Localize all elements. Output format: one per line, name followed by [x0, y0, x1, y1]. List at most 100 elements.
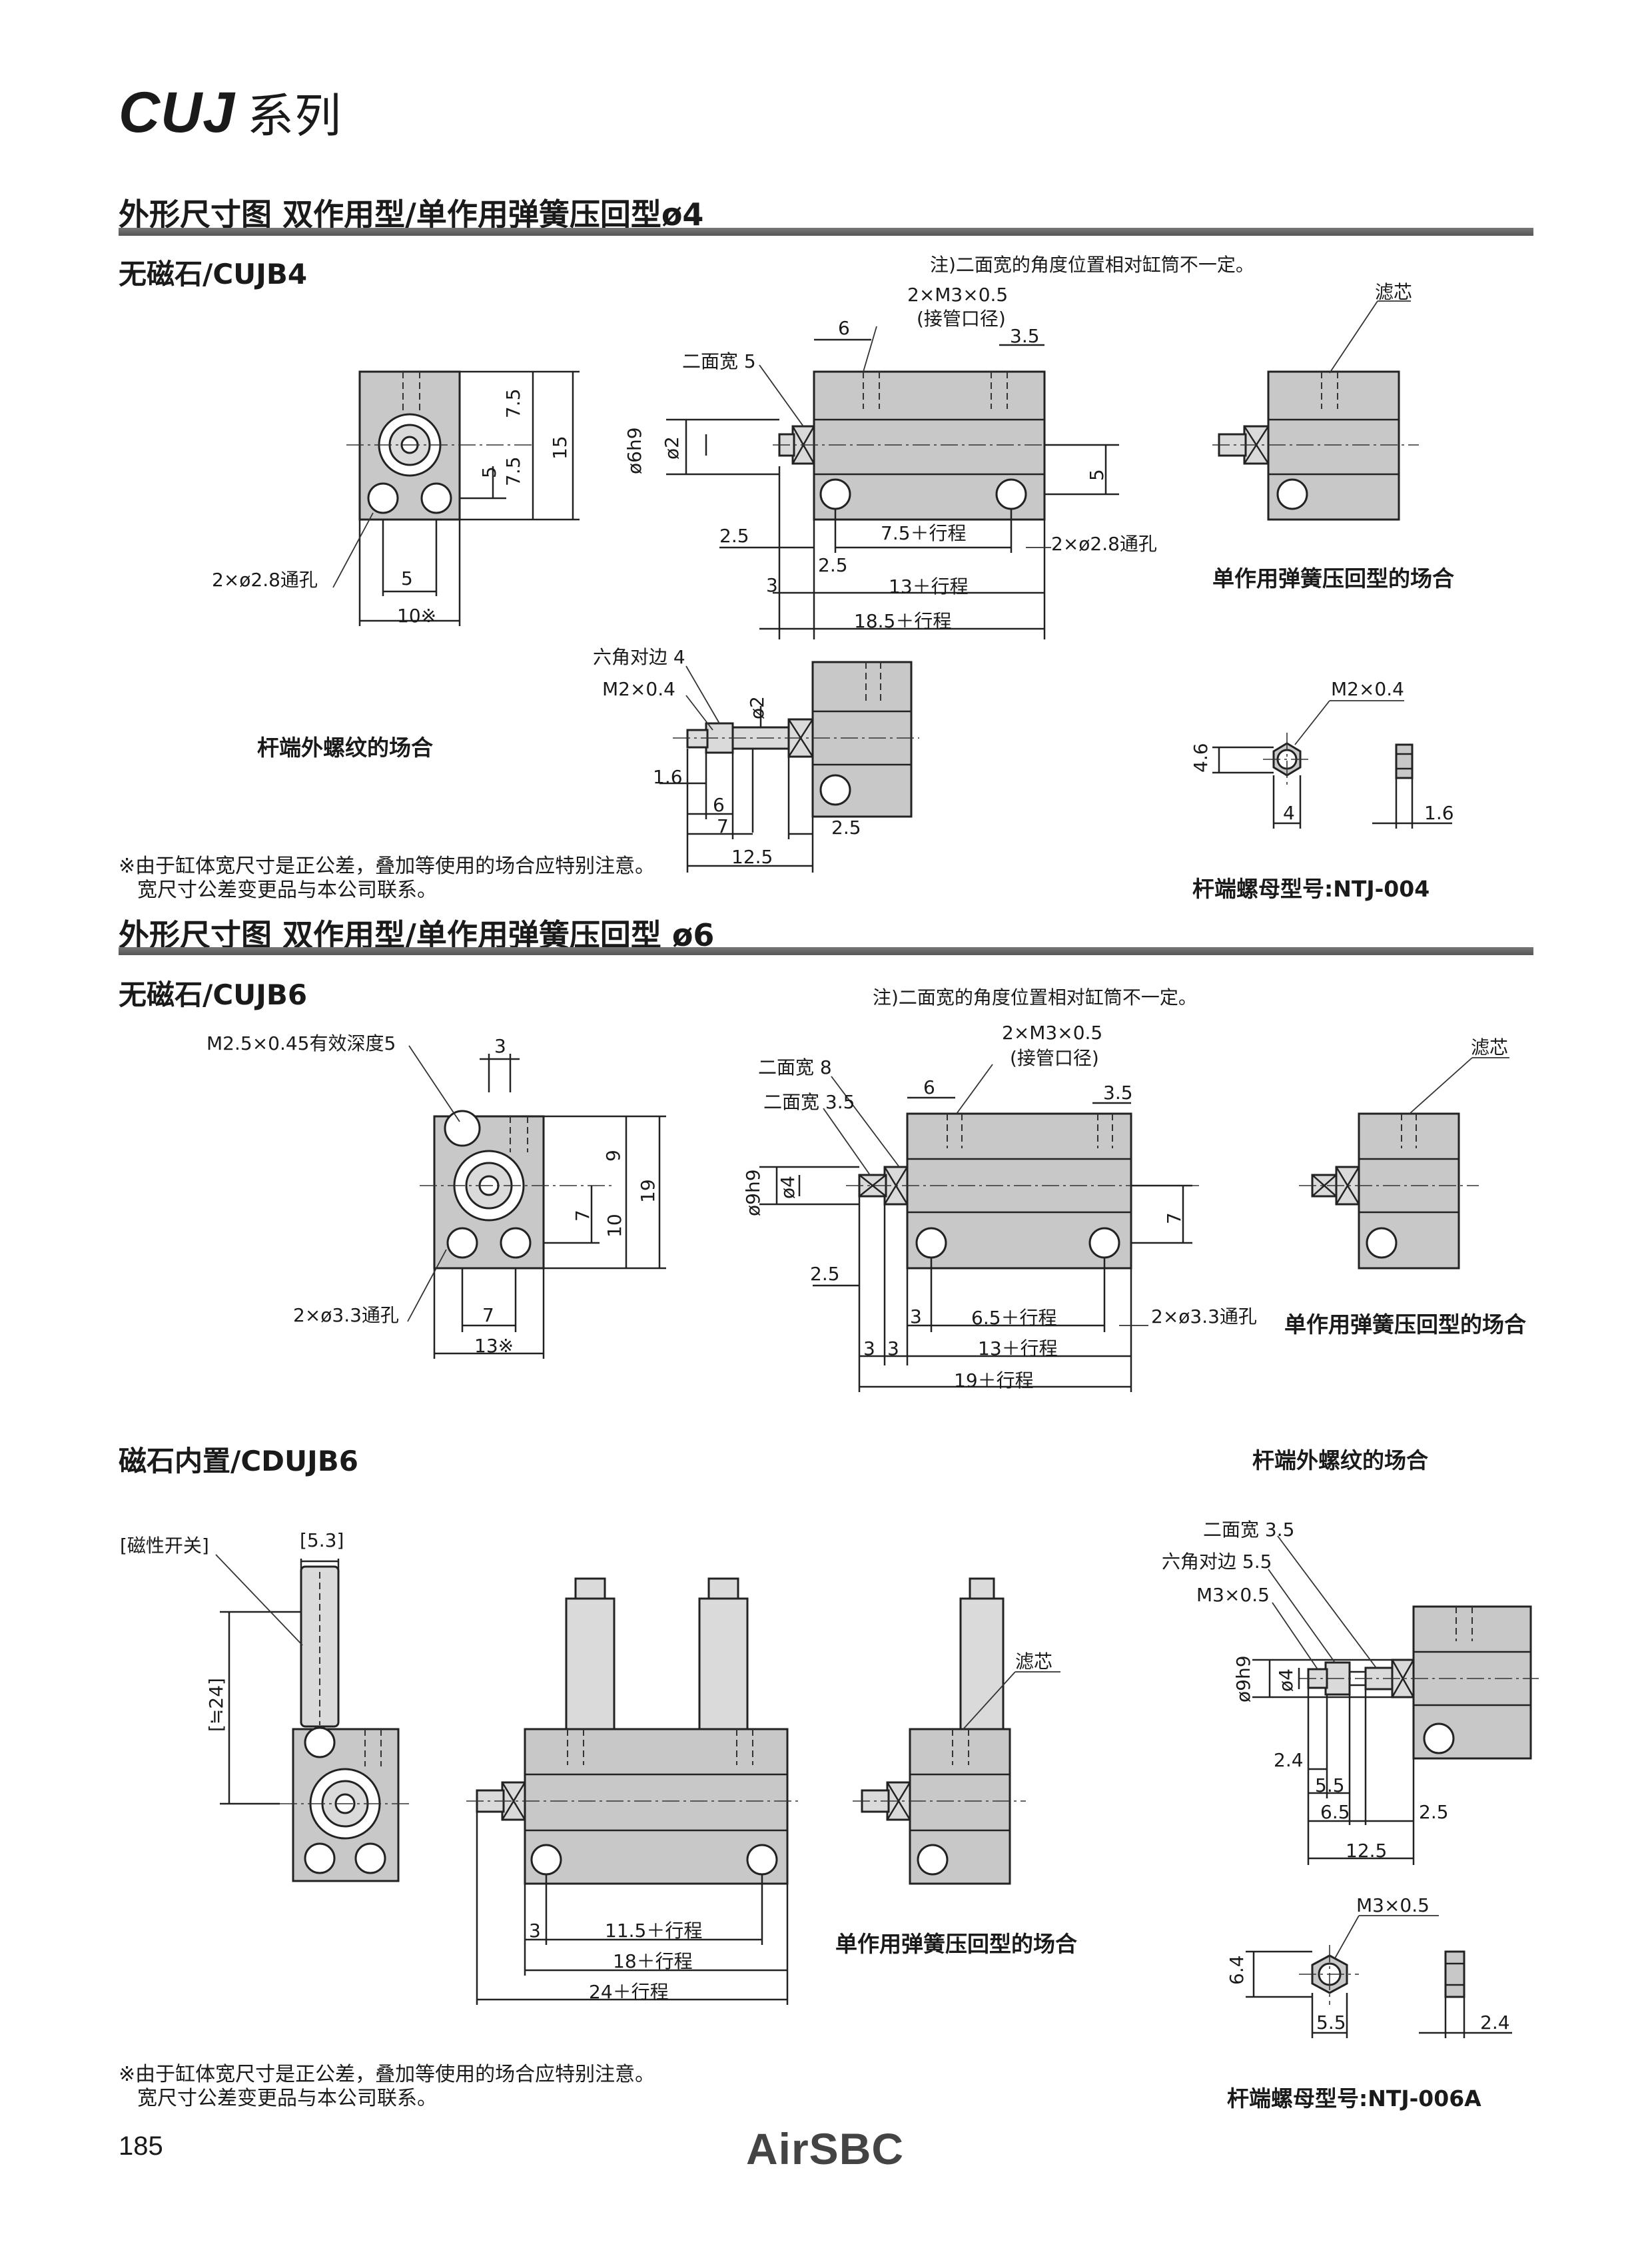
cdujb6-nut-64: 6.4 [1226, 1955, 1248, 1985]
cdujb6-nut-thread: M3×0.5 [1356, 1894, 1430, 1916]
cujb6-af8: 二面宽 8 [758, 1056, 832, 1078]
cujb6-dim-7: 7 [1163, 1212, 1185, 1224]
cujb6-dim-25: 2.5 [810, 1263, 840, 1285]
cujb6-front-hole: 2×ø3.3通孔 [293, 1304, 399, 1326]
cujb4-dim-6: 6 [838, 317, 850, 339]
cujb6-front-19: 19 [637, 1179, 659, 1203]
cujb4-rod-7: 7 [717, 815, 729, 837]
cdujb6-stroke-18: 18＋行程 [613, 1950, 693, 1972]
cujb4-rod-thread-view: 六角对边 4 M2×0.4 ø2 1.6 6 7 2.5 12.5 [593, 646, 919, 873]
cujb4-nut-16: 1.6 [1424, 802, 1454, 824]
cujb6-front-7v: 7 [572, 1210, 594, 1222]
cdujb6-switch-label: [磁性开关] [120, 1535, 209, 1557]
cujb6-phi9h9: ø9h9 [742, 1169, 764, 1216]
section2-note: 注)二面宽的角度位置相对缸筒不一定。 [873, 986, 1197, 1008]
cujb4-phi6h9: ø6h9 [623, 427, 645, 474]
cujb4-hole-label: 2×ø2.8通孔 [1051, 533, 1157, 555]
cujb4-across-flats: 二面宽 5 [682, 350, 756, 372]
cujb4-rod-6: 6 [713, 794, 725, 816]
cujb4-single-acting-view: 滤芯 [1212, 281, 1419, 521]
cdujb6-nut-55: 5.5 [1316, 2012, 1346, 2034]
cujb4-rod-phi2: ø2 [746, 696, 768, 719]
cujb6-single-acting-label: 单作用弹簧压回型的场合 [1284, 1311, 1526, 1337]
cujb4-single-acting-label: 单作用弹簧压回型的场合 [1212, 565, 1454, 591]
cdujb6-rod-25: 2.5 [1419, 1801, 1449, 1823]
cujb4-rod-125: 12.5 [731, 846, 773, 868]
section3-footnote-1: ※由于缸体宽尺寸是正公差，叠加等使用的场合应特别注意。 [119, 2063, 655, 2086]
series-suffix: 系列 [247, 90, 342, 142]
cdujb6-single-acting-label: 单作用弹簧压回型的场合 [835, 1931, 1077, 1957]
cujb4-front-dim-10: 10※ [397, 605, 436, 627]
section1-note: 注)二面宽的角度位置相对缸筒不一定。 [930, 254, 1254, 276]
section2-subheading: 无磁石/CUJB6 [119, 978, 308, 1011]
cujb6-hole-label: 2×ø3.3通孔 [1151, 1306, 1257, 1327]
section3-subheading: 磁石内置/CDUJB6 [119, 1445, 358, 1477]
cujb4-front-dim-75b: 7.5 [502, 456, 524, 486]
cujb6-single-acting-view: 滤芯 [1299, 1036, 1509, 1270]
cujb4-dim-25b: 2.5 [818, 554, 848, 576]
cujb6-af35: 二面宽 3.5 [763, 1091, 855, 1113]
cujb4-front-hole-label: 2×ø2.8通孔 [212, 569, 318, 591]
cdujb6-hex55: 六角对边 5.5 [1162, 1551, 1272, 1573]
cdujb6-nut-model: 杆端螺母型号:NTJ-006A [1227, 2085, 1481, 2111]
cujb4-filter-label: 滤芯 [1375, 281, 1412, 303]
cujb6-front-view: M2.5×0.45有效深度5 3 9 19 7 10 2×ø3.3通孔 7 13… [206, 1032, 666, 1359]
cujb6-stroke-65: 6.5＋行程 [971, 1307, 1057, 1329]
cujb6-front-3: 3 [494, 1035, 506, 1057]
series-code: CUJ [119, 81, 236, 145]
cujb6-side-view: 2×M3×0.5 (接管口径) 二面宽 8 二面宽 3.5 6 3.5 ø9h9… [742, 1022, 1257, 1392]
cdujb6-rod-thread-view: 二面宽 3.5 六角对边 5.5 M3×0.5 ø9h9 ø4 2.4 5.5 … [1162, 1519, 1539, 1865]
cujb6-front-9: 9 [602, 1150, 624, 1162]
section1-heading-bar [119, 228, 1533, 236]
cujb4-rod-16: 1.6 [653, 766, 683, 788]
cujb4-nut-46: 4.6 [1190, 743, 1212, 773]
cdujb6-nut-view: M3×0.5 6.4 5.5 2.4 [1226, 1894, 1512, 2038]
cujb4-nut-4: 4 [1283, 802, 1295, 824]
cujb6-dim-6: 6 [923, 1076, 935, 1098]
cdujb6-dim-3: 3 [529, 1920, 541, 1942]
cdujb6-m3: M3×0.5 [1196, 1584, 1270, 1606]
cdujb6-single-acting-view: 滤芯 [853, 1577, 1060, 1885]
cujb4-front-dim-15: 15 [549, 436, 571, 460]
section1-footnote-1: ※由于缸体宽尺寸是正公差，叠加等使用的场合应特别注意。 [119, 855, 655, 878]
section3-footnote-2: 宽尺寸公差变更品与本公司联系。 [137, 2087, 437, 2110]
cujb4-dim-35: 3.5 [1010, 325, 1040, 347]
cdujb6-front-view: [磁性开关] [5.3] [≒24] [120, 1529, 413, 1882]
cujb6-front-7h: 7 [482, 1304, 494, 1326]
cdujb6-rod-65: 6.5 [1320, 1801, 1350, 1823]
cujb6-phi4: ø4 [777, 1176, 799, 1199]
cujb4-stroke-185: 18.5＋行程 [854, 610, 951, 632]
cujb4-dim-25a: 2.5 [719, 525, 749, 547]
page-number: 185 [119, 2131, 163, 2161]
cujb6-dim-3b: 3 [863, 1337, 875, 1359]
cujb4-phi2: ø2 [661, 436, 683, 460]
cujb4-hex-label: 六角对边 4 [593, 646, 685, 668]
cdujb6-nut-24: 2.4 [1480, 2012, 1510, 2034]
cujb4-port-sub: (接管口径) [917, 308, 1006, 330]
cdujb6-af35: 二面宽 3.5 [1203, 1519, 1294, 1541]
cujb4-dim-5: 5 [1086, 469, 1108, 481]
cdujb6-side-view: 3 11.5＋行程 18＋行程 24＋行程 [466, 1577, 799, 2005]
cdujb6-rod-55: 5.5 [1315, 1774, 1345, 1796]
cujb6-port-sub: (接管口径) [1010, 1047, 1099, 1069]
cujb4-m2-label: M2×0.4 [602, 678, 675, 700]
cujb4-side-view: 2×M3×0.5 (接管口径) 6 3.5 二面宽 5 ø6h9 ø2 5 2.… [623, 284, 1157, 639]
section1-heading: 外形尺寸图 双作用型/单作用弹簧压回型ø4 [119, 196, 704, 232]
cujb6-front-13: 13※ [474, 1335, 514, 1357]
section1-subheading: 无磁石/CUJB4 [119, 258, 308, 290]
cdujb6-s24: [≒24] [205, 1678, 227, 1732]
cdujb6-rod-125: 12.5 [1346, 1840, 1387, 1862]
cdujb6-filter-label: 滤芯 [1015, 1651, 1052, 1673]
cujb4-dim-3: 3 [766, 574, 778, 596]
cujb4-nut-view: M2×0.4 4.6 4 1.6 [1190, 678, 1454, 829]
cdujb6-rod-24: 2.4 [1274, 1749, 1304, 1771]
section2-heading-bar [119, 947, 1533, 955]
brand-logo: AirSBC [746, 2124, 905, 2173]
cujb4-rod-thread-label: 杆端外螺纹的场合 [257, 735, 433, 761]
cdujb6-phi9h9: ø9h9 [1232, 1655, 1254, 1702]
cujb6-m25-label: M2.5×0.45有效深度5 [206, 1032, 396, 1054]
cdujb6-rod-thread-label: 杆端外螺纹的场合 [1252, 1447, 1428, 1473]
